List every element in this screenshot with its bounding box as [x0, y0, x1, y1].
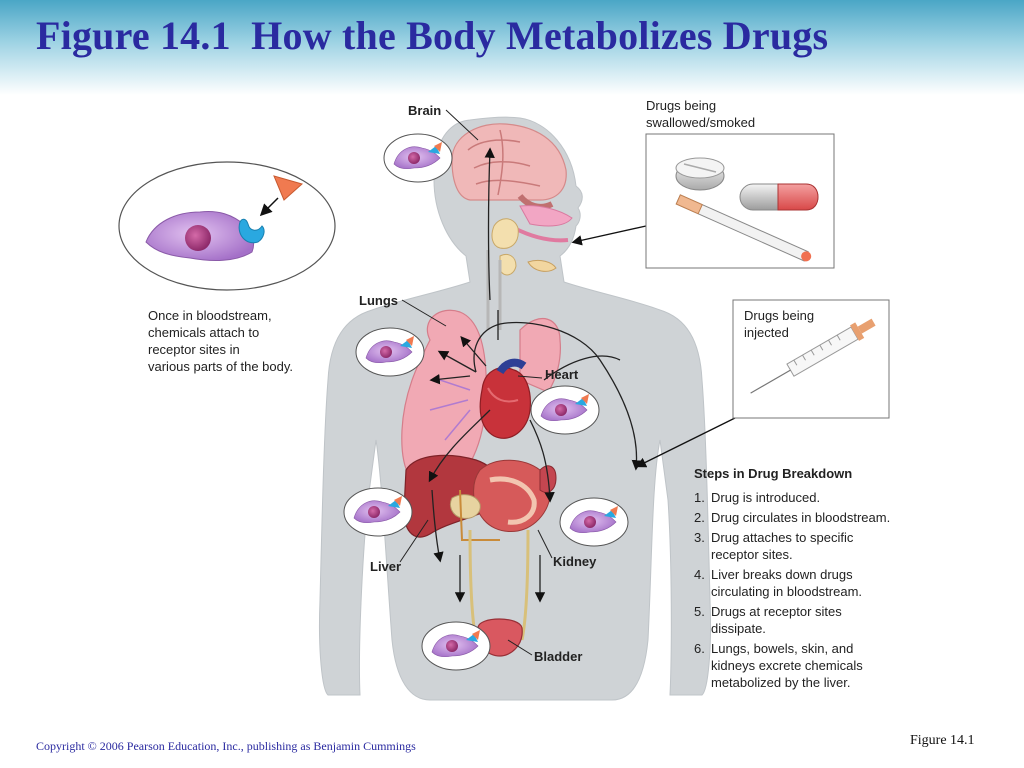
head-passages [486, 205, 573, 330]
leader-lines [399, 109, 553, 656]
title-band [0, 0, 1024, 95]
receptor-cell-heart [530, 385, 600, 435]
swallowed-drugs-box [645, 133, 835, 269]
label-heart: Heart [545, 367, 579, 382]
flow-arrows [428, 147, 642, 603]
swallowed-caption: Drugs being swallowed/smoked [646, 98, 756, 130]
label-bladder: Bladder [534, 649, 583, 664]
slide-title: Figure 14.1 How the Body Metabolizes Dru… [36, 13, 829, 58]
label-liver: Liver [370, 559, 402, 574]
receptor-cell-kidney [559, 497, 629, 547]
label-kidney: Kidney [553, 554, 597, 569]
heart [479, 358, 531, 439]
copyright-notice: Copyright © 2006 Pearson Education, Inc.… [36, 739, 416, 753]
liver-and-gut [403, 454, 557, 541]
steps-list: 1.Drug is introduced. 2.Drug circulates … [694, 489, 934, 694]
receptor-cell-lungs [355, 327, 425, 377]
label-brain: Brain [408, 103, 442, 118]
receptor-cell-brain [383, 133, 453, 183]
figure-label: Figure 14.1 [910, 733, 975, 748]
receptor-callout [118, 161, 336, 291]
receptor-cell-bladder [421, 621, 491, 671]
steps-title: Steps in Drug Breakdown [694, 466, 853, 481]
receptor-cell-liver [343, 487, 413, 537]
step-item: 1.Drug is introduced. [694, 490, 821, 505]
injected-drugs-box [732, 299, 890, 419]
step-item: 2.Drug circulates in bloodstream. [694, 510, 891, 525]
label-lungs: Lungs [359, 293, 398, 308]
injected-caption: Drugs being injected [744, 308, 815, 340]
receptor-caption: Once in bloodstream, chemicals attach to… [148, 308, 294, 374]
intake-arrows [571, 225, 736, 468]
